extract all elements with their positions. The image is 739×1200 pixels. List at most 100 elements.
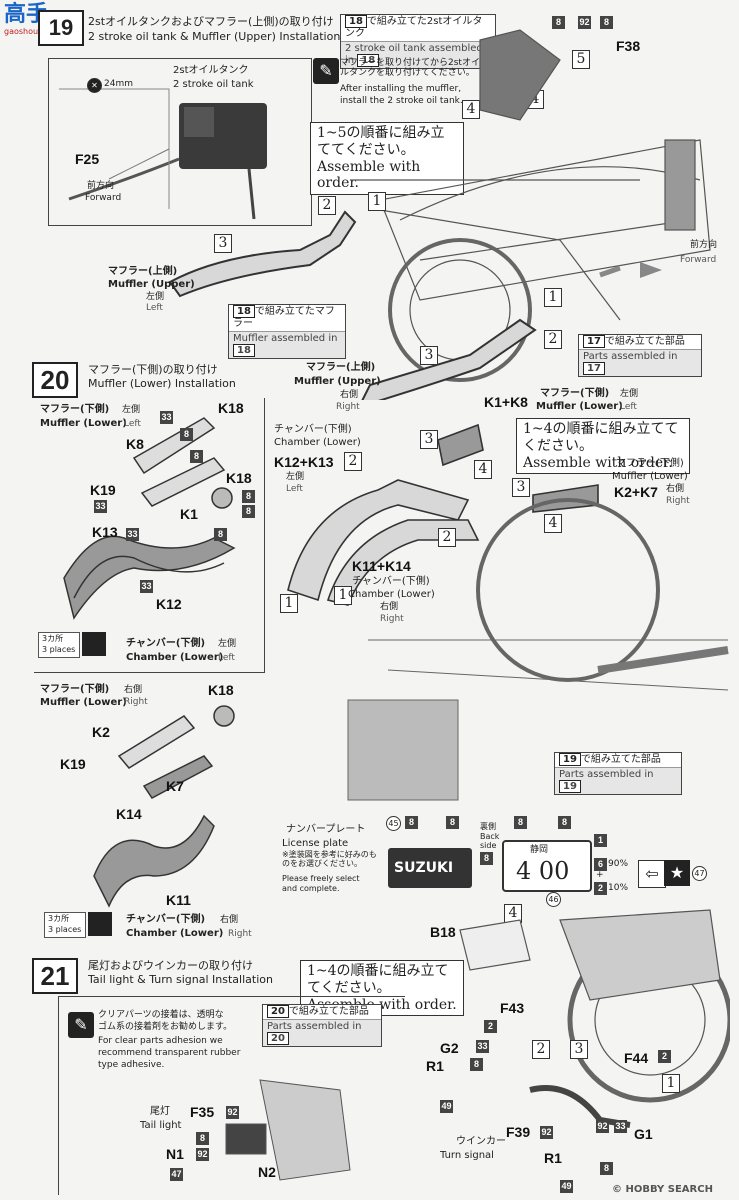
bottom-p49a: 49 xyxy=(440,1100,453,1113)
tank-label-ja: 2stオイルタンク xyxy=(173,65,249,76)
glue-icon: ✎ xyxy=(68,1012,94,1038)
ll-places-box: 3カ所 3 places xyxy=(44,912,86,938)
order-3-top: 3 xyxy=(214,234,232,253)
lu-chamber-en: Chamber (Lower) xyxy=(126,652,224,663)
lu-p8a: 8 xyxy=(180,428,193,441)
lu-glue-icon xyxy=(82,632,106,656)
step-20-number: 20 xyxy=(32,362,78,398)
order-1-mid: 1 xyxy=(544,288,562,307)
mid-muffler-upper-ja: マフラー(上側) xyxy=(306,362,376,373)
mid-muffler-lower2-ja: マフラー(下側) xyxy=(616,458,684,469)
plate-p8a: 8 xyxy=(405,816,418,829)
bottom-p47: 47 xyxy=(170,1168,183,1181)
lu-side-ja: 左側 xyxy=(122,405,141,415)
lu-k13: K13 xyxy=(92,524,118,540)
lu-places-box: 3カ所 3 places xyxy=(38,632,80,658)
lu-k8: K8 xyxy=(126,436,144,452)
plate-note-ja: ※塗装図を参考に好みのものをお選びください。 xyxy=(282,850,377,869)
plate-number: 静岡 4 00 xyxy=(502,840,592,892)
mid-muffler-lower-side: 左側 xyxy=(620,389,639,399)
mid-chamber-ja: チャンバー(下側) xyxy=(274,424,352,435)
left-lower-drawing xyxy=(93,705,235,908)
oil-tank-drawing xyxy=(59,88,267,220)
forward-arrow-icon xyxy=(640,262,662,278)
site-logo-url: gaoshou.com xyxy=(4,27,58,36)
plate-p6: 6 xyxy=(594,858,607,871)
mid-muffler-lower-ja: マフラー(下側) xyxy=(540,388,610,399)
part-92-top: 92 xyxy=(578,16,591,29)
mid-k11k14: K11+K14 xyxy=(352,558,411,574)
ll-chamber-ja: チャンバー(下側) xyxy=(126,914,206,925)
lu-p8d: 8 xyxy=(242,505,255,518)
part-n2: N2 xyxy=(258,1164,276,1180)
plate-p8d: 8 xyxy=(514,816,527,829)
step-21-number: 21 xyxy=(32,958,78,994)
mid-order-4a: 4 xyxy=(474,460,492,479)
bottom-p8c: 8 xyxy=(600,1162,613,1175)
part-f25: F25 xyxy=(75,151,100,167)
adhesive-note-box: ✎ クリアパーツの接着は、透明な ゴム系の接着剤をお勧めします。 For cle… xyxy=(60,1000,258,1072)
forward-right-en: Forward xyxy=(680,255,717,265)
muffler-upper-left-side-en: Left xyxy=(146,303,163,313)
winker-ja: ウインカー xyxy=(456,1136,506,1147)
ll-k14: K14 xyxy=(116,806,142,822)
mid-order-4b: 4 xyxy=(544,514,562,533)
mid-muffler-lower2-en: Muffler (Lower) xyxy=(612,471,688,482)
lu-k18b: K18 xyxy=(226,470,252,486)
mid-k1k8: K1+K8 xyxy=(484,394,528,410)
plate-note-en2: and complete. xyxy=(282,884,340,893)
plate-p1: 1 xyxy=(594,834,607,847)
order-3-mid: 3 xyxy=(420,346,438,365)
bottom-p92b: 92 xyxy=(196,1148,209,1161)
part-r1b: R1 xyxy=(544,1150,562,1166)
mid-left-ja: 左側 xyxy=(286,472,305,482)
ll-k11: K11 xyxy=(166,892,191,908)
bottom-p8a: 8 xyxy=(196,1132,209,1145)
step21-drawing xyxy=(459,909,730,1128)
mid-order-1b: 1 xyxy=(334,586,352,605)
mid-right2-ja: 右側 xyxy=(666,484,685,494)
frame-drawing-top xyxy=(168,29,711,400)
forward-en: Forward xyxy=(85,193,122,203)
part-r1: R1 xyxy=(426,1058,444,1074)
mid-order-2b: 2 xyxy=(438,528,456,547)
bottom-p8b: 8 xyxy=(470,1058,483,1071)
part-g2: G2 xyxy=(440,1040,459,1056)
muffler-upper-left-ja: マフラー(上側) xyxy=(108,266,178,277)
muffler-upper-left-en: Muffler (Upper) xyxy=(108,279,195,290)
bottom-p2b: 2 xyxy=(658,1050,671,1063)
part-f35: F35 xyxy=(190,1104,215,1120)
plate-pct10: 10% xyxy=(608,883,629,893)
bottom-p49b: 49 xyxy=(560,1180,573,1193)
decal-arrow-icon: ⇦ xyxy=(638,860,666,888)
mid-order-3b: 3 xyxy=(512,478,530,497)
mid-chamber-en: Chamber (Lower) xyxy=(274,437,361,448)
tail-en: Tail light xyxy=(140,1120,182,1131)
plate-plus: + xyxy=(596,870,604,880)
lu-chamber-side-en: Left xyxy=(218,653,235,663)
decal-star-icon: ★ xyxy=(664,860,690,886)
ll-k19: K19 xyxy=(60,756,86,772)
order-2-mid: 2 xyxy=(544,330,562,349)
step-19-number: 19 xyxy=(38,10,84,46)
lu-k19: K19 xyxy=(90,482,116,498)
lu-side-en: Left xyxy=(124,419,141,429)
bottom-p2a: 2 xyxy=(484,1020,497,1033)
oil-tank-inset: ✕ 24mm 2stオイルタンク 2 stroke oil tank F25 前… xyxy=(48,58,312,226)
lu-k18: K18 xyxy=(218,400,244,416)
part-n1: N1 xyxy=(166,1146,184,1162)
left-panel-upper xyxy=(34,398,265,673)
plate-p8b: 8 xyxy=(446,816,459,829)
lu-p33c: 33 xyxy=(126,528,139,541)
plate-title-ja: ナンバープレート xyxy=(286,824,366,835)
order-2-top: 2 xyxy=(318,196,336,215)
plate-pct90: 90% xyxy=(608,859,629,869)
lu-k12: K12 xyxy=(156,596,182,612)
part-g1: G1 xyxy=(634,1126,653,1142)
forward-right-ja: 前方向 xyxy=(690,240,718,250)
mid-right3-en: Right xyxy=(380,614,404,624)
mid-muffler-lower-side-en: Left xyxy=(620,402,637,412)
